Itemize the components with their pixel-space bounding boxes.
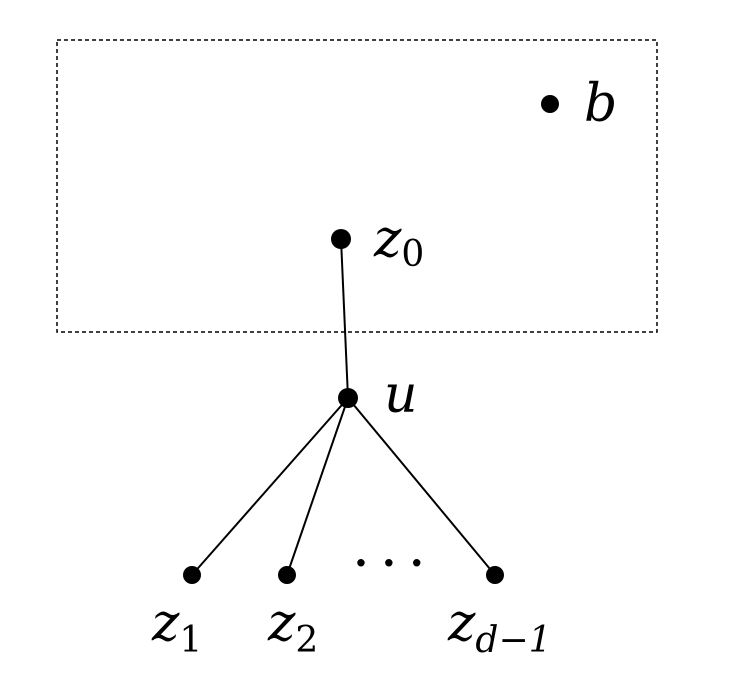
label-z2: z2	[267, 593, 318, 661]
edge-u-zd1	[347, 397, 496, 576]
label-z1: z1	[151, 593, 202, 661]
node-z2	[278, 566, 296, 584]
label-zd1: zd−1	[447, 593, 552, 661]
label-u: u	[384, 365, 418, 425]
edge-z0-u	[340, 238, 349, 399]
node-b	[541, 95, 559, 113]
node-z1	[183, 566, 201, 584]
dashed-region-box	[56, 39, 658, 333]
ellipsis: · · ·	[354, 540, 424, 587]
node-zd1	[486, 566, 504, 584]
label-z0: z0	[373, 209, 424, 275]
edge-u-z2	[286, 397, 349, 576]
label-b: b	[584, 74, 617, 134]
node-z0	[331, 229, 351, 249]
node-u	[338, 388, 358, 408]
edge-u-z1	[191, 397, 349, 576]
